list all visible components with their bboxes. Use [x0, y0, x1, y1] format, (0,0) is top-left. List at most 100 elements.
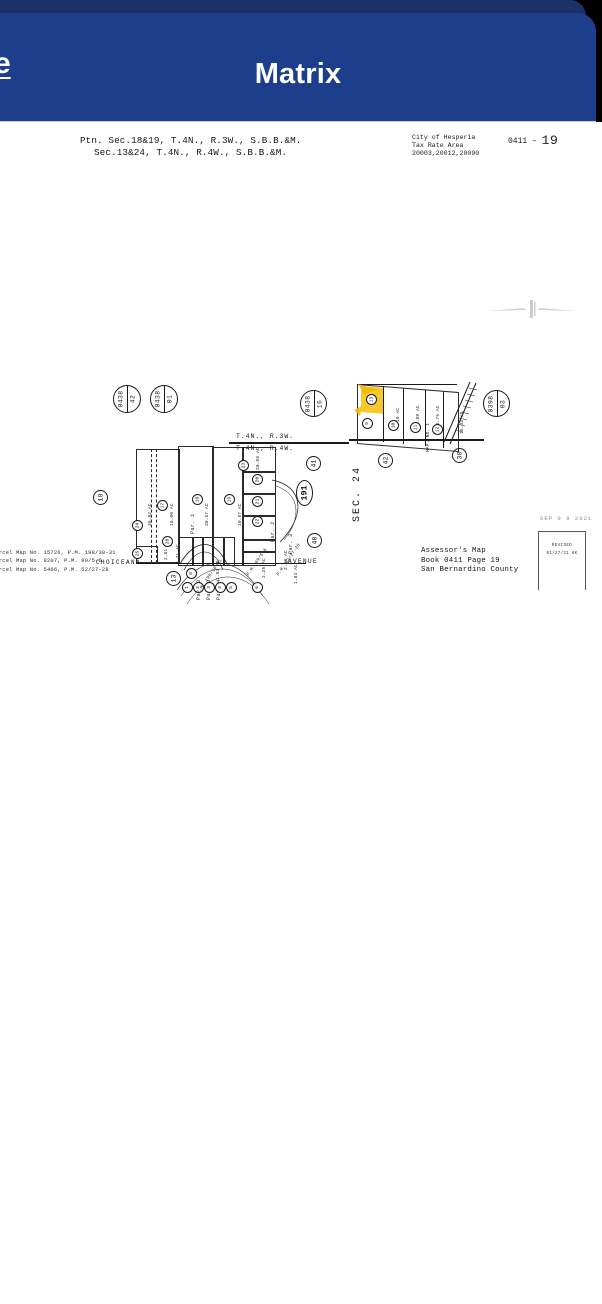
book-circle-book: 0438	[304, 395, 311, 412]
parcel-number-circle[interactable]: 18	[192, 494, 203, 505]
tax-rate-area-block: City of Hesperia Tax Rate Area 20003,200…	[412, 134, 479, 158]
parcel-strip-5[interactable]	[212, 537, 225, 566]
page-circle-40: 40	[307, 533, 322, 548]
parcel-number-circle[interactable]: 10	[388, 420, 399, 431]
parcel-strip-label: Par. 2	[270, 521, 276, 542]
parcel-number-circle[interactable]: 4	[215, 582, 226, 593]
book-circle-page: 01	[166, 394, 174, 404]
page-circle-13: 13	[166, 571, 181, 586]
parcel-number: 20	[254, 476, 260, 483]
acreage-label: 10 AC	[396, 407, 401, 422]
acreage-label: 15.43 AC	[460, 411, 465, 434]
parcel-number: 25	[134, 550, 140, 557]
parcel-number-circle[interactable]: 22	[252, 516, 263, 527]
parcel-number-circle[interactable]: 2	[193, 582, 204, 593]
circle-divider	[127, 386, 128, 412]
parcel-number-circle[interactable]: 23	[238, 460, 249, 471]
parcel-map-drawing[interactable]: 0438 42 0438 01 0438 16 0398 03 18 41 42	[0, 122, 602, 1304]
parcel-number-circle[interactable]: 1	[182, 582, 193, 593]
parcel-number-circle[interactable]: 17	[157, 500, 168, 511]
book-number: 0411	[508, 137, 528, 146]
parcel-strip-6[interactable]	[223, 537, 235, 566]
date-stamp: SEP 0 9 2021	[540, 515, 593, 522]
parcel-strip-2[interactable]	[178, 537, 194, 566]
assessor-map-credit: Assessor's Map Book 0411 Page 19 San Ber…	[421, 547, 518, 576]
revised-label: REVISED	[551, 544, 573, 548]
page-circle-38: 38	[452, 448, 467, 463]
book-page-number: 0411 – 19	[508, 133, 558, 148]
parcel-map-references: Parcel Map No. 15726, P.M. 198/30-31 Par…	[0, 549, 116, 574]
acreage-label: 10.87 AC	[238, 503, 243, 526]
parcel-number: 23	[240, 462, 246, 469]
parcel-number: 3	[206, 586, 212, 589]
parcel-strip-4[interactable]	[202, 537, 214, 566]
parcel-number: 9	[364, 422, 370, 425]
parcel-number-circle[interactable]: 9	[362, 418, 373, 429]
parcel-number-circle[interactable]: 5	[226, 582, 237, 593]
acreage-label: 2.25 AC	[262, 558, 267, 578]
revised-stamp: REVISED 01/27/21 KK	[538, 531, 586, 590]
parcel-sub-d[interactable]	[242, 539, 276, 553]
book-circle-0438-16: 0438 16	[300, 390, 327, 417]
parcel-number-circle[interactable]: 24	[132, 520, 143, 531]
parcel-number-circle[interactable]: 13	[366, 394, 377, 405]
acreage-label: 30.57 AC	[205, 503, 210, 526]
back-link[interactable]: e	[0, 47, 11, 80]
map-reference-label: MAP. NO. 1	[426, 422, 431, 452]
legal-description-line-1: Ptn. Sec.18&19, T.4N., R.3W., S.B.B.&M.	[80, 135, 302, 146]
railroad-right-of-way	[443, 381, 478, 445]
acreage-label: 36.92 AC	[148, 503, 153, 526]
book-circle-0438-01: 0438 01	[150, 385, 178, 413]
page-number: 19	[541, 133, 559, 148]
acreage-label: 20.06 AC	[256, 447, 261, 470]
assessor-map-line-2: Book 0411 Page 19	[421, 556, 500, 565]
parcel-number-circle[interactable]: 6	[252, 582, 263, 593]
app-chrome: Matrix e	[0, 0, 602, 122]
legal-description-line-2: Sec.13&24, T.4N., R.4W., S.B.B.&M.	[94, 146, 288, 158]
parcel-block-west-inner[interactable]	[151, 449, 157, 563]
book-circle-page: 03	[499, 399, 506, 408]
parcel-number-circle[interactable]: 3	[204, 582, 215, 593]
parcel-number: 1	[184, 586, 190, 589]
tax-rate-codes: 20003,20012,20090	[412, 150, 480, 157]
parcel-number: 13	[368, 396, 374, 403]
parcel-strip-3[interactable]	[192, 537, 204, 566]
parcel-number-circle[interactable]: 8	[186, 568, 197, 579]
parcel-number-circle[interactable]: 20	[252, 474, 263, 485]
parcel-number-circle[interactable]: 21	[252, 496, 263, 507]
parcel-map-ref: Parcel Map No. 9207, P.M. 99/5-6	[0, 558, 102, 565]
assessor-map-document[interactable]: Ptn. Sec.18&19, T.4N., R.3W., S.B.B.&M. …	[0, 122, 602, 1304]
parcel-number-circle[interactable]: 25	[132, 548, 143, 559]
highlight-pointer	[354, 384, 378, 416]
parcel-number-circle[interactable]: 11	[410, 422, 421, 433]
acreage-label: 2.71 AC	[176, 544, 181, 564]
parcel-sub-a[interactable]	[242, 471, 276, 495]
book-circle-book: 0398	[487, 395, 494, 412]
book-circle-0398-03: 0398 03	[483, 390, 510, 417]
highway-shield-191: 191	[296, 480, 313, 506]
book-circle-book: 0438	[117, 390, 125, 408]
parcel-number: 19	[226, 496, 232, 503]
book-circle-page: 42	[129, 394, 137, 404]
parcel-number-circle[interactable]: 26	[162, 536, 173, 547]
page-circle-18: 18	[93, 490, 108, 505]
tax-rate-label: Tax Rate Area	[412, 142, 464, 149]
parcel-sub-e[interactable]	[242, 551, 276, 566]
parcel-map-ref: Parcel Map No. 5466, P.M. 52/27-28	[0, 566, 109, 573]
parcel-number-circle[interactable]: 19	[224, 494, 235, 505]
book-circle-0438-42: 0438 42	[113, 385, 141, 413]
book-circle-book: 0438	[154, 390, 162, 408]
parcel-block-west[interactable]	[136, 449, 180, 563]
parcel-sub-c[interactable]	[242, 515, 276, 541]
parcel-number: 11	[412, 424, 418, 431]
street-label-choiceana: CHOICEANA	[96, 559, 142, 566]
app-navigation-bar: Matrix	[0, 13, 596, 122]
parcel-number-circle[interactable]: 12	[432, 424, 443, 435]
circle-divider	[164, 386, 165, 412]
page-circle-label: 41	[309, 459, 317, 468]
street-label-avenue: AVENUE	[288, 558, 319, 565]
township-label-r3w: T.4N., R.3W.	[236, 433, 295, 440]
nav-divider	[0, 121, 596, 122]
township-boundary-line	[229, 442, 349, 444]
nav-panel-front	[0, 13, 596, 122]
